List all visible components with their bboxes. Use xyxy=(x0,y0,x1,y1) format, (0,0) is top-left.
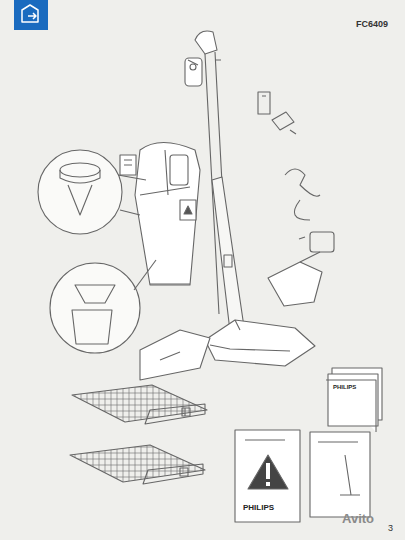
model-number: FC6409 xyxy=(356,20,388,29)
page-number: 3 xyxy=(388,524,393,533)
brand-name: PHILIPS xyxy=(333,384,356,390)
watermark: Avito xyxy=(342,512,374,525)
brand-name: PHILIPS xyxy=(243,504,274,512)
